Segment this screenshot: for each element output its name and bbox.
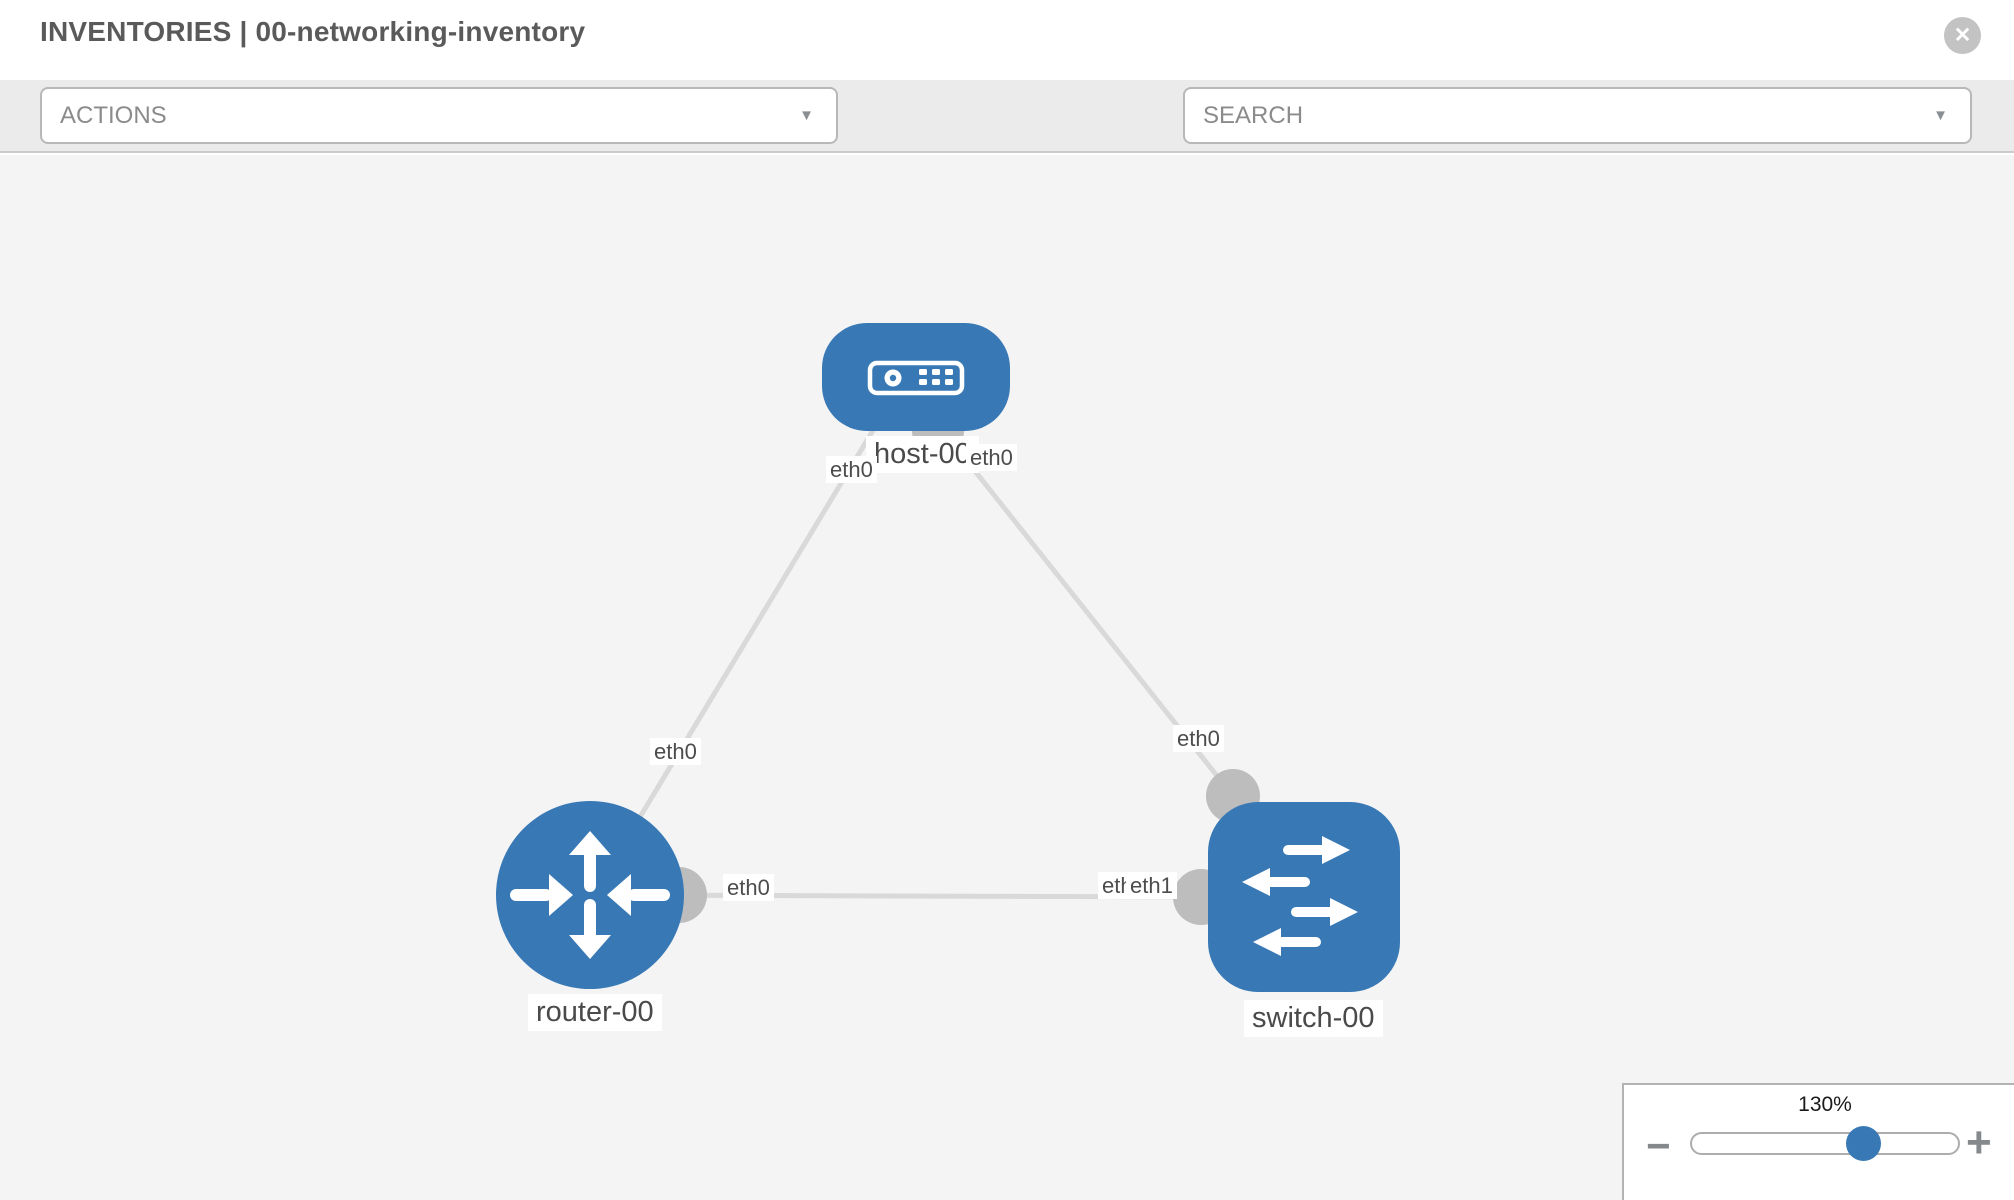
node-switch-00[interactable] xyxy=(1208,802,1400,992)
actions-dropdown-value: ACTIONS xyxy=(60,101,167,129)
minus-icon: − xyxy=(1646,1122,1671,1169)
port-label: eth1 xyxy=(1126,872,1177,900)
zoom-level: 130% xyxy=(1798,1093,1852,1116)
chevron-down-icon: ▼ xyxy=(799,107,814,124)
node-label-host: host-00 xyxy=(866,436,979,474)
zoom-panel: 130% − + xyxy=(1622,1083,2014,1200)
page-title: INVENTORIES | 00-networking-inventory xyxy=(40,16,586,47)
close-button[interactable]: ✕ xyxy=(1944,17,1981,54)
node-label-switch: switch-00 xyxy=(1244,1000,1383,1038)
toolbar: ACTIONS ▼ SEARCH ▼ xyxy=(0,80,2014,212)
port-label: eth0 xyxy=(1173,725,1224,753)
port-label: eth0 xyxy=(826,456,877,484)
switch-icon xyxy=(1242,836,1358,956)
actions-dropdown[interactable]: ACTIONS ▼ xyxy=(40,87,838,144)
host-icon xyxy=(867,360,965,396)
search-dropdown[interactable]: SEARCH ▼ xyxy=(1183,87,1972,144)
header: INVENTORIES | 00-networking-inventory ✕ xyxy=(0,0,2014,80)
topology-canvas[interactable] xyxy=(0,155,2014,1200)
node-host-00[interactable] xyxy=(822,323,1010,431)
chevron-down-icon: ▼ xyxy=(1933,107,1948,124)
zoom-out-button[interactable]: − xyxy=(1646,1125,1671,1167)
node-label-router: router-00 xyxy=(528,994,662,1032)
topology-graph xyxy=(496,323,1400,992)
close-icon: ✕ xyxy=(1953,24,1972,47)
port-label: eth0 xyxy=(966,444,1017,472)
port-label: eth0 xyxy=(650,738,701,766)
zoom-slider-handle[interactable] xyxy=(1846,1126,1881,1161)
zoom-in-button[interactable]: + xyxy=(1966,1121,1992,1165)
port-label: eth0 xyxy=(723,874,774,902)
router-icon xyxy=(510,831,670,959)
node-router-00[interactable] xyxy=(496,801,684,989)
zoom-slider-track[interactable] xyxy=(1690,1132,1960,1155)
plus-icon: + xyxy=(1966,1118,1992,1167)
search-dropdown-value: SEARCH xyxy=(1203,101,1304,129)
